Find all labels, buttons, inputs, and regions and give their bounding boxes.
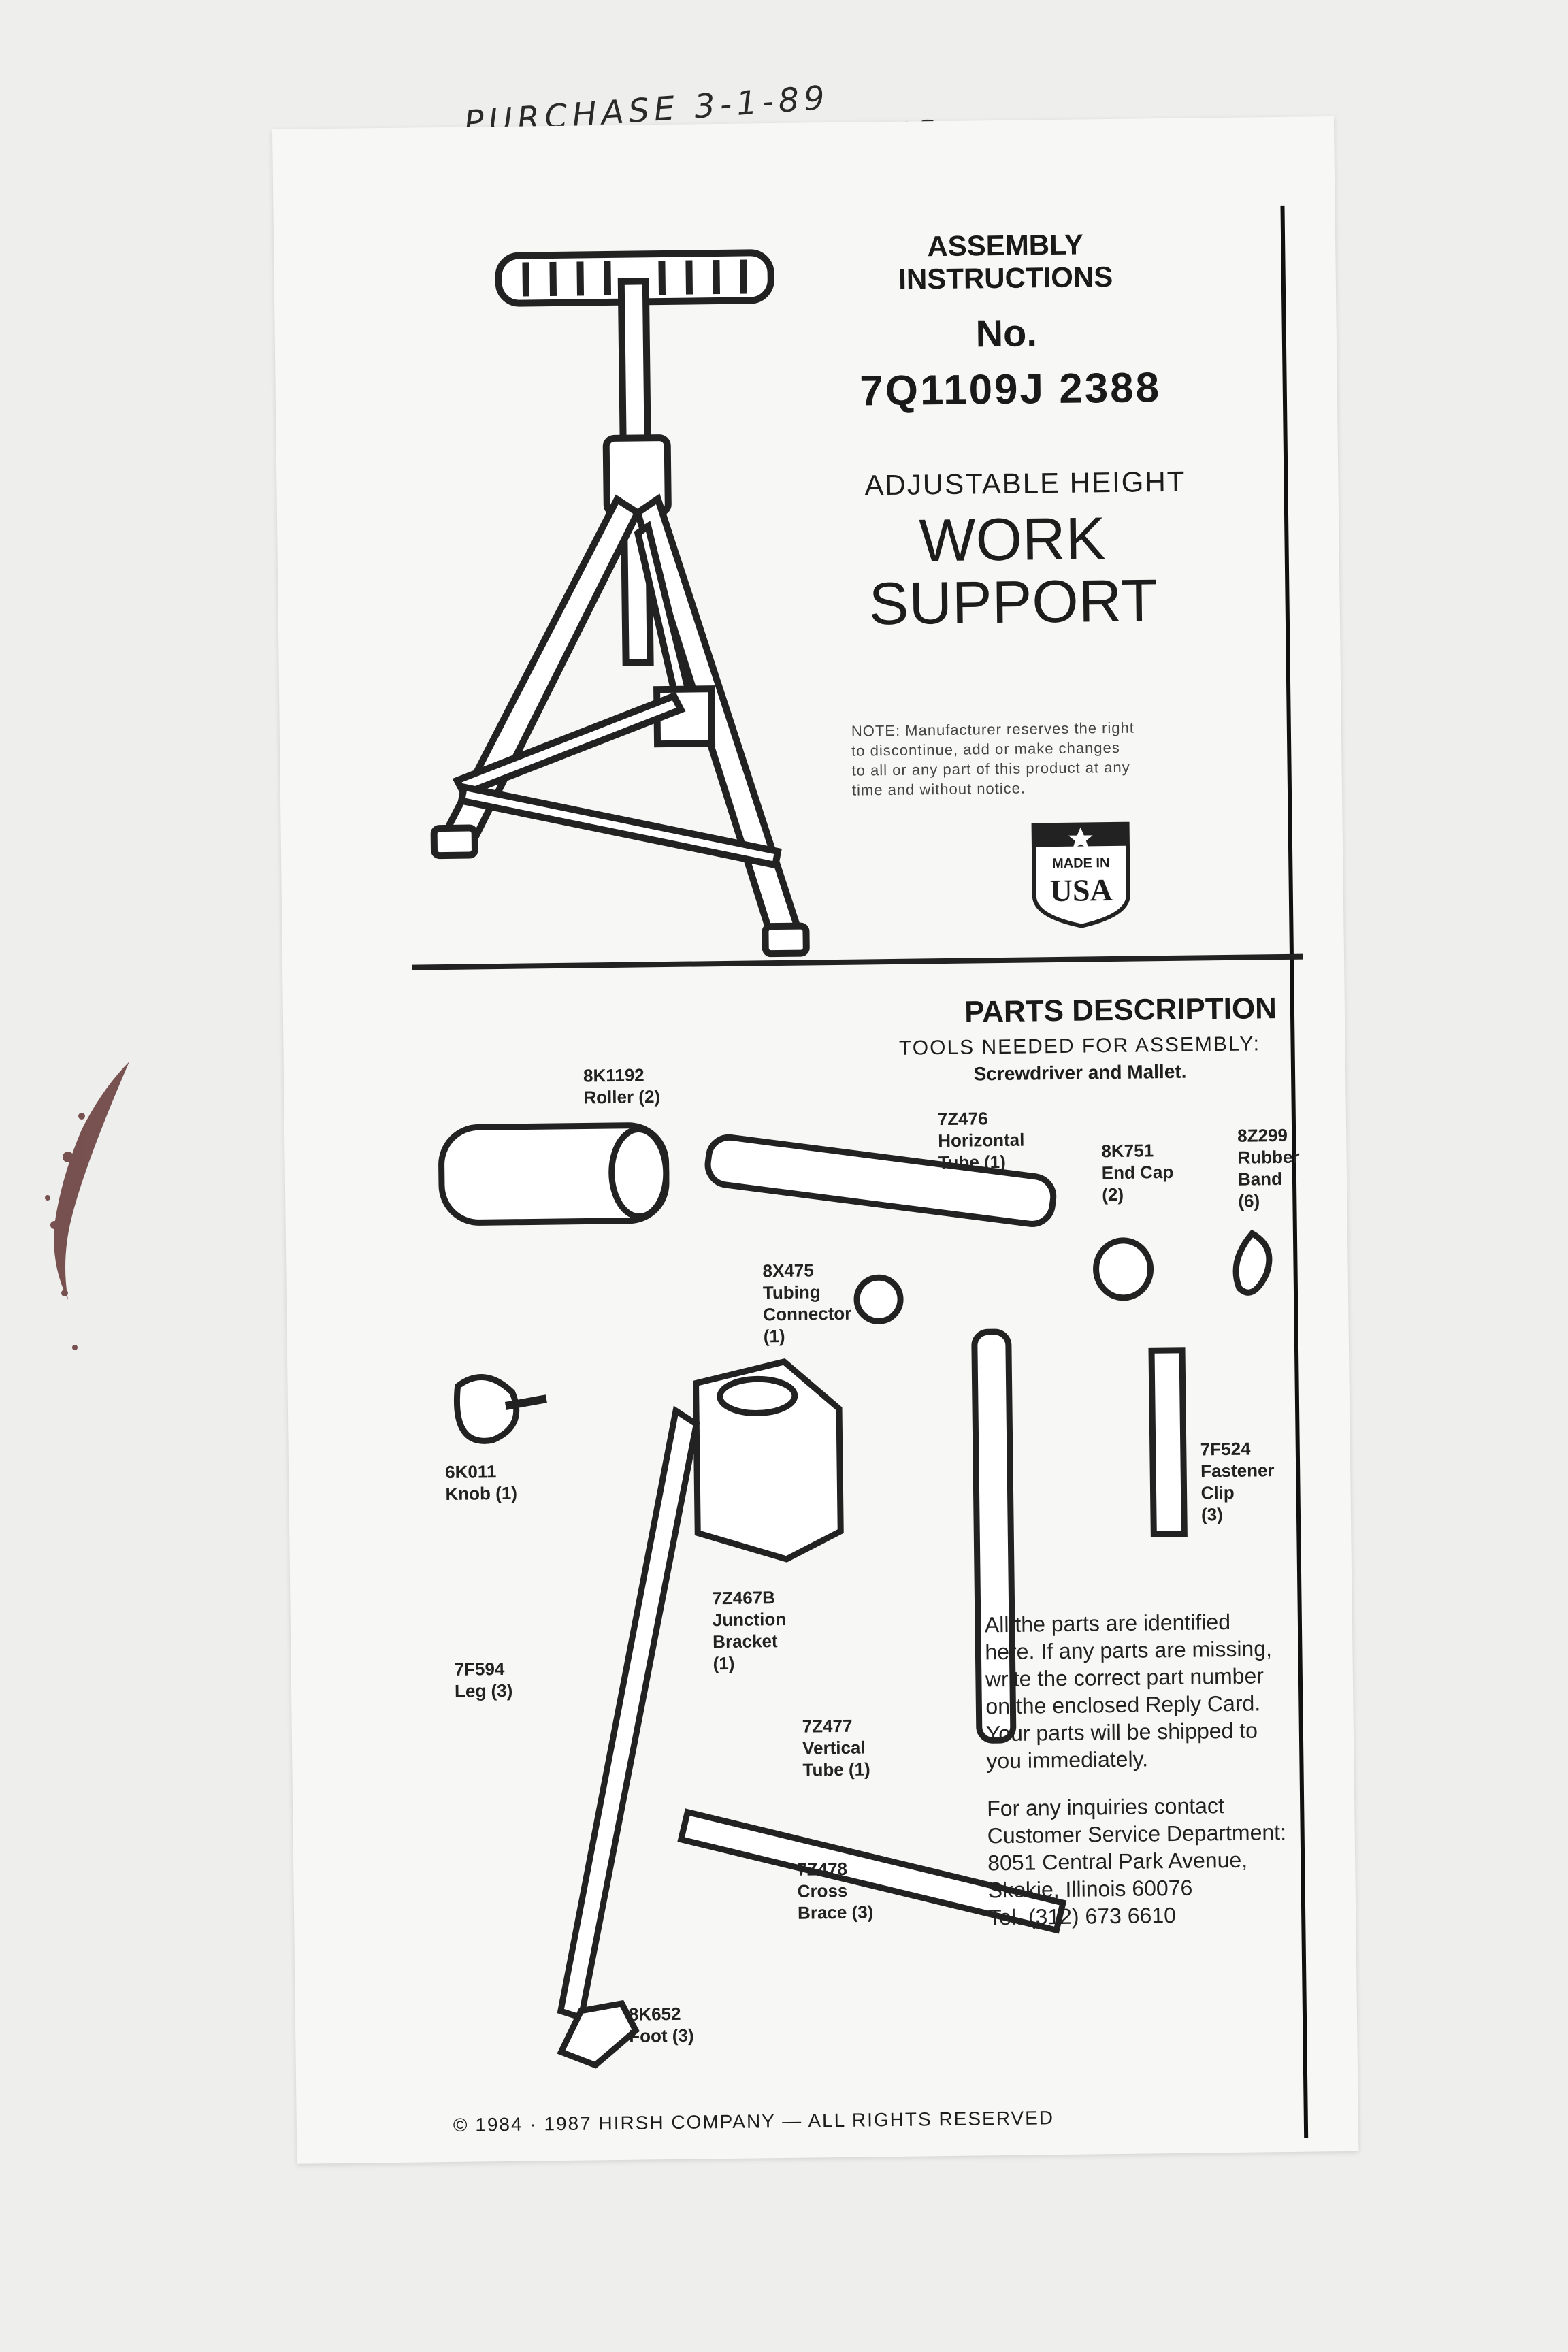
info-p1-line-4: on the enclosed Reply Card. [985, 1690, 1261, 1719]
end-cap-desc-1: End Cap [1101, 1161, 1174, 1183]
info-p1-line-2: here. If any parts are missing, [985, 1636, 1273, 1665]
parts-illustrations [438, 1122, 1273, 2069]
end-cap-drawing [1093, 1237, 1154, 1301]
foot-drawing [557, 1999, 640, 2069]
horizontal-tube-desc-2: Tube (1) [938, 1151, 1006, 1173]
rubber-band-code: 8Z299 [1237, 1124, 1288, 1146]
cross-brace-desc-1: Cross [797, 1880, 848, 1901]
contact-paragraph: For any inquiries contact Customer Servi… [987, 1791, 1308, 1931]
part-tubing-connector-label: 8X475 Tubing Connector (1) [762, 1259, 852, 1348]
tubing-connector-desc-3: (1) [763, 1325, 785, 1347]
knob-code: 6K011 [444, 1461, 497, 1483]
cross-brace-code: 7Z478 [797, 1858, 848, 1880]
info-p1-line-3: write the correct part number [985, 1663, 1264, 1692]
part-fastener-clip-label: 7F524 Fastener Clip (3) [1200, 1437, 1275, 1525]
vertical-tube-drawing [971, 1328, 1017, 1744]
info-p1-line-5: Your parts will be shipped to [985, 1718, 1258, 1746]
info-p2-line-4: Skokie, Illinois 60076 [987, 1875, 1193, 1903]
part-cross-brace-label: 7Z478 Cross Brace (3) [797, 1857, 873, 1923]
rubber-band-desc-3: (6) [1238, 1190, 1260, 1211]
tubing-connector-code: 8X475 [762, 1260, 814, 1281]
tubing-connector-desc-1: Tubing [762, 1281, 821, 1303]
info-p2-line-2: Customer Service Department: [987, 1819, 1287, 1848]
leg-code: 7F594 [454, 1658, 505, 1680]
vertical-tube-desc-1: Vertical [802, 1737, 866, 1759]
foot-desc: Foot (3) [629, 2025, 694, 2046]
cross-brace-drawing [677, 1808, 1067, 1934]
part-leg-label: 7F594 Leg (3) [454, 1658, 512, 1702]
fastener-clip-drawing [1148, 1347, 1188, 1537]
junction-bracket-desc-2: Bracket [713, 1631, 778, 1652]
end-cap-code: 8K751 [1101, 1140, 1154, 1162]
rubber-band-desc-2: Band [1237, 1168, 1283, 1190]
end-cap-desc-2: (2) [1102, 1183, 1124, 1205]
horizontal-tube-desc-1: Horizontal [938, 1129, 1025, 1152]
knob-drawing [454, 1374, 520, 1444]
fastener-clip-desc-2: Clip [1200, 1482, 1235, 1503]
missing-parts-paragraph: All the parts are identified here. If an… [985, 1607, 1300, 1775]
info-p2-line-3: 8051 Central Park Avenue, [987, 1847, 1248, 1876]
roller-code: 8K1192 [583, 1064, 644, 1086]
junction-bracket-code: 7Z467B [712, 1587, 776, 1609]
horizontal-tube-drawing [704, 1134, 1057, 1227]
made-in-usa-badge: MADE IN USA [1030, 820, 1133, 930]
foot-code: 8K652 [628, 2003, 681, 2025]
fastener-clip-code: 7F524 [1200, 1438, 1251, 1460]
stain-mark [45, 1062, 129, 1350]
rubber-band-drawing [1232, 1229, 1273, 1296]
leg-desc: Leg (3) [454, 1680, 513, 1701]
part-junction-bracket-label: 7Z467B Junction Bracket (1) [712, 1586, 787, 1674]
junction-bracket-desc-1: Junction [712, 1608, 787, 1631]
part-roller-label: 8K1192 Roller (2) [583, 1064, 660, 1108]
roller-desc: Roller (2) [583, 1086, 661, 1108]
part-foot-label: 8K652 Foot (3) [629, 2003, 694, 2047]
knob-desc: Knob (1) [445, 1482, 518, 1505]
info-p2-line-1: For any inquiries contact [987, 1793, 1225, 1821]
instruction-sheet: ASSEMBLY INSTRUCTIONS No. 7Q1109J 2388 A… [272, 116, 1359, 2164]
part-horizontal-tube-label: 7Z476 Horizontal Tube (1) [938, 1107, 1025, 1174]
part-vertical-tube-label: 7Z477 Vertical Tube (1) [802, 1714, 870, 1780]
part-end-cap-label: 8K751 End Cap (2) [1101, 1139, 1174, 1205]
fastener-clip-desc-3: (3) [1200, 1504, 1223, 1525]
leg-drawing [557, 1405, 700, 2022]
work-support-illustration [430, 249, 810, 958]
horizontal-tube-code: 7Z476 [937, 1108, 988, 1130]
vertical-tube-desc-2: Tube (1) [802, 1759, 870, 1780]
info-p1-line-1: All the parts are identified [984, 1609, 1231, 1637]
rubber-band-desc-1: Rubber [1237, 1146, 1300, 1168]
tubing-connector-desc-2: Connector [763, 1303, 852, 1325]
part-knob-label: 6K011 Knob (1) [445, 1460, 517, 1505]
vertical-tube-code: 7Z477 [802, 1715, 853, 1737]
junction-bracket-desc-3: (1) [713, 1652, 735, 1674]
cross-brace-desc-2: Brace (3) [797, 1901, 874, 1923]
part-rubber-band-label: 8Z299 Rubber Band (6) [1237, 1124, 1301, 1212]
shield-icon [1031, 821, 1130, 928]
fastener-clip-desc-1: Fastener [1200, 1460, 1275, 1482]
tubing-connector-drawing [853, 1274, 904, 1324]
info-p1-line-6: you immediately. [986, 1746, 1149, 1774]
info-p2-line-5: Tel. (312) 673 6610 [987, 1902, 1177, 1930]
